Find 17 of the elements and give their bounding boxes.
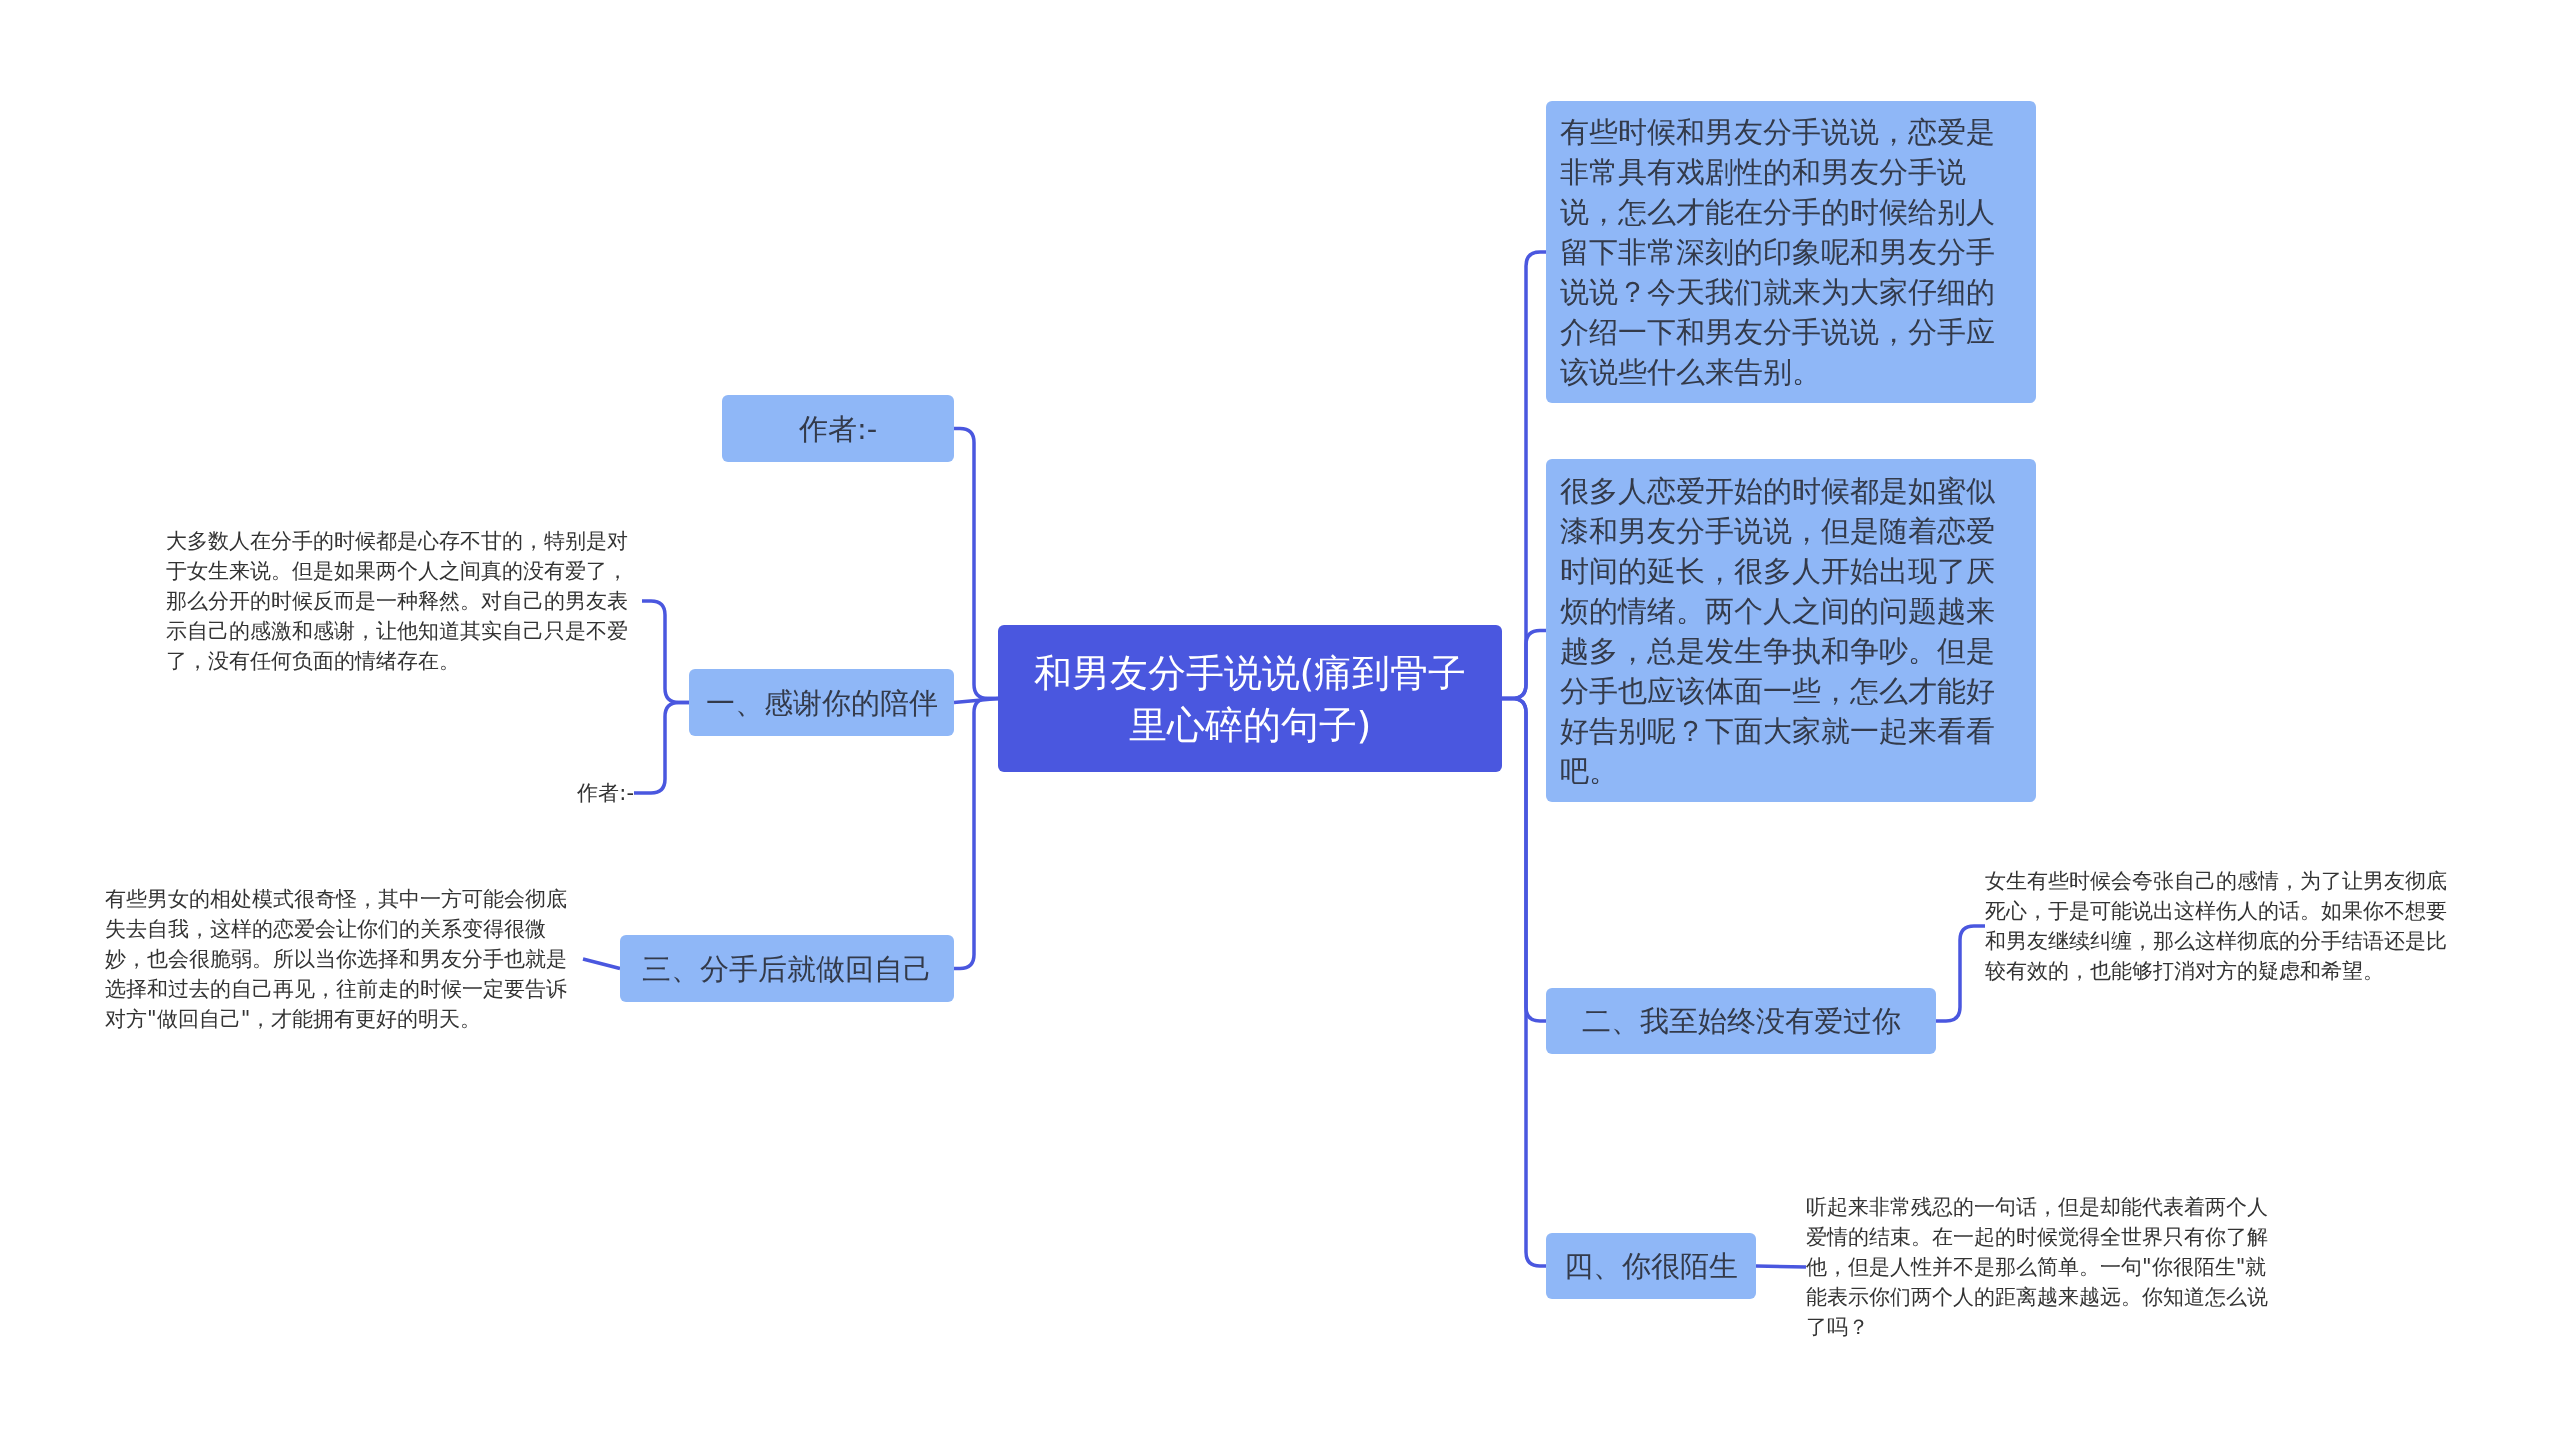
topic-box: 四、你很陌生 [1546,1233,1756,1299]
note-text: 作者:- [440,778,634,808]
note-text: 听起来非常残忍的一句话，但是却能代表着两个人爱情的结束。在一起的时候觉得全世界只有你了解他，但是人性并不是那么简单。一句"你很陌生"就能表示你们两个人的距离越来越远。你知道怎么说了吗？ [1806,1192,2282,1342]
topic-box: 三、分手后就做回自己 [620,935,954,1002]
topic-box: 一、感谢你的陪伴 [689,669,954,736]
central-topic-box: 和男友分手说说(痛到骨子里心碎的句子) [998,625,1502,772]
note-text: 大多数人在分手的时候都是心存不甘的，特别是对于女生来说。但是如果两个人之间真的没有爱了，那么分开的时候反而是一种释然。对自己的男友表示自己的感激和感谢，让他知道其实自己只是不爱了，没有任何负面的情绪存在。 [166,526,642,676]
connector-line [1502,696,1546,1268]
connector-line [582,957,621,971]
topic-box: 有些时候和男友分手说说，恋爱是非常具有戏剧性的和男友分手说说，怎么才能在分手的时候给别人留下非常深刻的印象呢和男友分手说说？今天我们就来为大家仔细的介绍一下和男友分手说说，分手应该说些什么来告别。 [1546,101,2036,403]
connector-line [1755,1264,1807,1269]
note-text: 有些男女的相处模式很奇怪，其中一方可能会彻底失去自我，这样的恋爱会让你们的关系变得很微妙，也会很脆弱。所以当你选择和男友分手也就是选择和过去的自己再见，往前走的时候一定要告诉对方"做回自己"，才能拥有更好的明天。 [105,884,583,1034]
topic-box: 二、我至始终没有爱过你 [1546,988,1936,1054]
connector-line [954,696,998,971]
topic-box: 作者:- [722,395,954,462]
topic-box: 很多人恋爱开始的时候都是如蜜似漆和男友分手说说，但是随着恋爱时间的延长，很多人开始出现了厌烦的情绪。两个人之间的问题越来越多，总是发生争执和争吵。但是分手也应该体面一些，怎么才能好好告别呢？下面大家就一起来看看吧。 [1546,459,2036,802]
note-text: 女生有些时候会夸张自己的感情，为了让男友彻底死心，于是可能说出这样伤人的话。如果你不想要和男友继续纠缠，那么这样彻底的分手结语还是比较有效的，也能够打消对方的疑虑和希望。 [1985,866,2463,986]
